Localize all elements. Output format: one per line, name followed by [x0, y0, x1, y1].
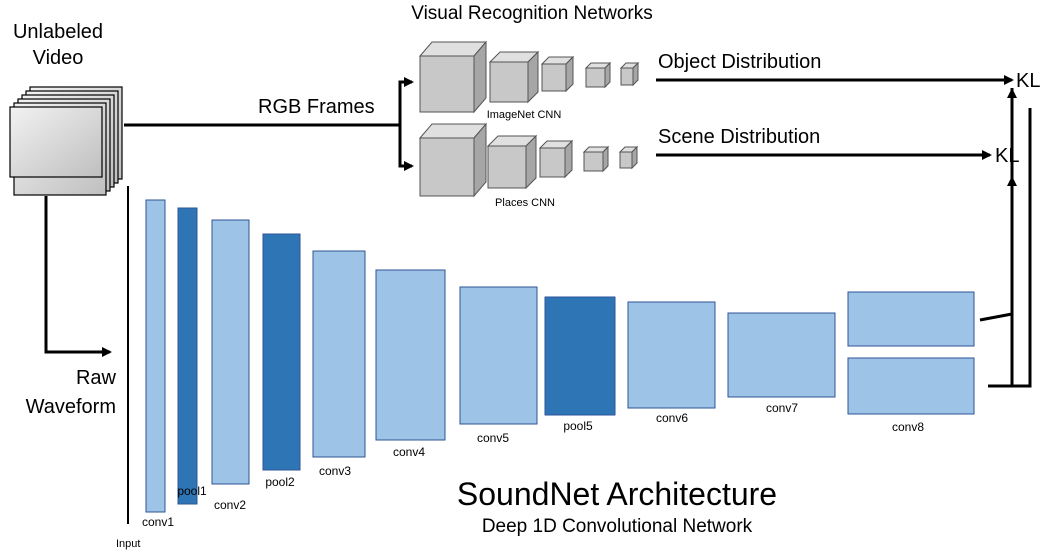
- places-cnn: [418, 122, 639, 198]
- layer-label-conv7: conv7: [766, 401, 798, 415]
- layer-label-conv2: conv2: [214, 498, 246, 512]
- layer-pool2: [262, 233, 301, 471]
- video-label-line2: Video: [33, 47, 84, 69]
- video-frames-stack: [9, 86, 123, 196]
- rgb-frames-label: RGB Frames: [258, 96, 375, 118]
- layer-conv8: [847, 291, 975, 347]
- layer-label-pool1: pool1: [177, 484, 207, 498]
- kl-top-label: KL: [1016, 70, 1040, 92]
- waveform-label-line2: Waveform: [26, 396, 116, 418]
- arrow-to-places: [398, 125, 414, 171]
- layer-label-conv3: conv3: [319, 464, 351, 478]
- layer-label-conv8: conv8: [892, 420, 924, 434]
- video-label-line1: Unlabeled: [13, 21, 103, 43]
- layer-pool5: [544, 296, 616, 416]
- layer-label-pool2: pool2: [265, 475, 295, 489]
- soundnet-layers: conv1 pool1 conv2 pool2 conv3 conv4 conv5 pool5…: [142, 199, 975, 529]
- vision-networks-header: Visual Recognition Networks: [411, 3, 653, 24]
- diagram-subtitle: Deep 1D Convolutional Network: [482, 516, 753, 537]
- layer-conv5: [459, 286, 538, 425]
- kl-bottom-label: KL: [995, 145, 1019, 167]
- imagenet-cnn: [418, 40, 640, 114]
- layer-label-conv4: conv4: [393, 445, 425, 459]
- layer-conv1: [145, 199, 166, 513]
- arrow-to-imagenet: [392, 77, 414, 127]
- diagram-title: SoundNet Architecture: [457, 476, 777, 512]
- layer-conv7: [727, 312, 836, 398]
- scene-distribution-label: Scene Distribution: [658, 126, 820, 148]
- layer-label-conv6: conv6: [656, 411, 688, 425]
- layer-label-pool5: pool5: [563, 419, 593, 433]
- layer-conv8-lower: [847, 357, 975, 415]
- object-distribution-label: Object Distribution: [658, 51, 821, 73]
- conv8-to-kl-bottom-arrow: [988, 176, 1017, 388]
- layer-pool1: [177, 207, 198, 505]
- conv8-to-kl-top-line: [979, 88, 1014, 322]
- video-to-waveform-arrow: [44, 196, 112, 357]
- imagenet-cnn-label: ImageNet CNN: [487, 109, 562, 121]
- layer-conv6: [627, 301, 716, 409]
- layer-conv3: [312, 250, 366, 458]
- layer-label-conv5: conv5: [477, 431, 509, 445]
- layer-label-conv1: conv1: [142, 515, 174, 529]
- waveform-label-line1: Raw: [76, 367, 117, 389]
- layer-conv2: [211, 219, 250, 485]
- layer-conv4: [375, 269, 446, 441]
- input-label: Input: [116, 538, 140, 550]
- places-cnn-label: Places CNN: [495, 197, 555, 209]
